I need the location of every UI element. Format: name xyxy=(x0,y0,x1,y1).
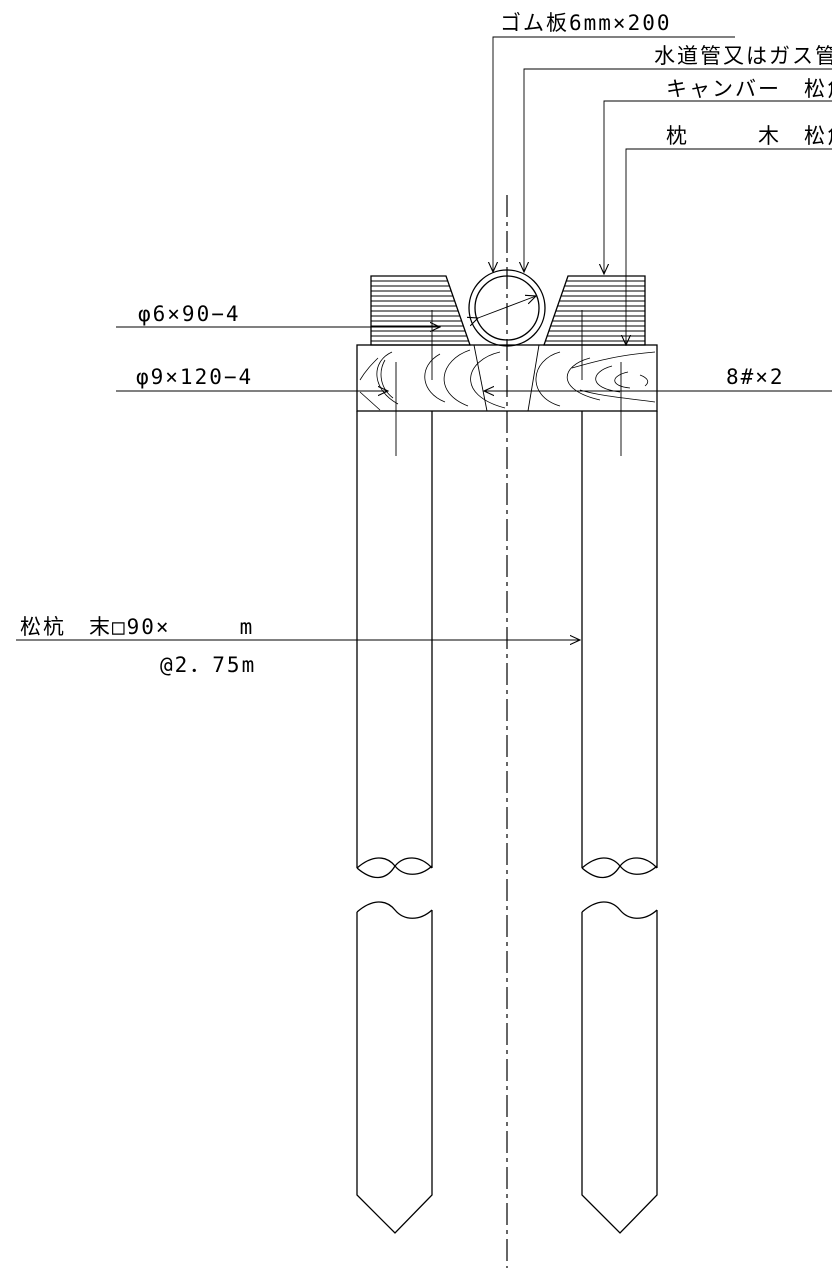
label-rubber-plate: ゴム板6mm×200 xyxy=(500,11,672,35)
label-bolt-lower: φ9×120−4 xyxy=(136,365,253,389)
camber-block-left xyxy=(370,275,471,346)
label-camber: キャンバー 松角 xyxy=(666,77,832,101)
pipe-diameter-arrow xyxy=(478,296,536,318)
label-bolt-upper: φ6×90−4 xyxy=(138,302,241,326)
leader-lines xyxy=(16,36,832,640)
pile-right xyxy=(581,411,658,1234)
label-pipe: 水道管又はガス管 xyxy=(654,44,832,68)
label-wire: 8#×2 xyxy=(726,365,785,389)
label-sleeper: 枕 木 松角 xyxy=(666,124,832,148)
bolts xyxy=(395,310,622,456)
pile-left xyxy=(356,411,433,1234)
sleeper xyxy=(356,344,658,412)
label-pile-spacing: @2．75m xyxy=(160,653,256,677)
camber-block-right xyxy=(543,275,646,346)
label-pile: 松杭 末□90× m xyxy=(20,615,254,639)
